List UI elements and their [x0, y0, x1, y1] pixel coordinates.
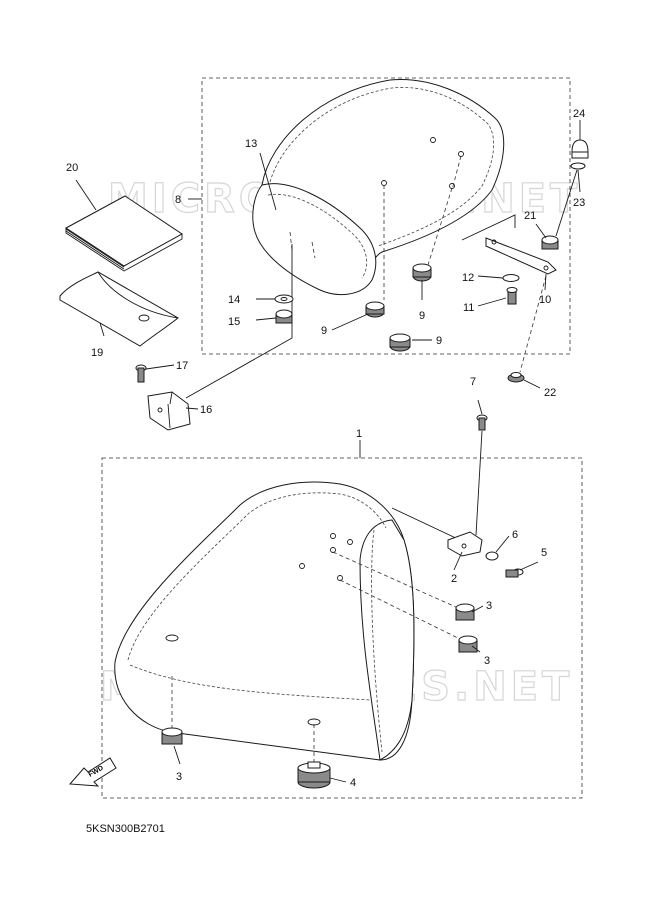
- callout-6: 6: [512, 529, 518, 541]
- owners-manual-20: [65, 195, 183, 272]
- bolt-5: [505, 568, 524, 578]
- callout-21: 21: [524, 210, 536, 222]
- bolt-7: [476, 414, 488, 431]
- callout-4: 4: [350, 777, 356, 789]
- callout-3-a: 3: [486, 600, 492, 612]
- damper-9-b: [412, 263, 432, 282]
- callout-9-c: 9: [436, 335, 442, 347]
- callout-11: 11: [463, 302, 474, 314]
- lock-bracket-16: [147, 391, 191, 431]
- callout-23: 23: [573, 197, 585, 209]
- storage-pouch-19: [59, 271, 179, 347]
- callout-16: 16: [200, 404, 212, 416]
- grommet-22: [507, 372, 525, 383]
- damper-9-a: [365, 301, 385, 318]
- callout-13: 13: [245, 138, 257, 150]
- damper-3-b: [458, 635, 478, 653]
- callout-2: 2: [451, 573, 457, 585]
- bracket-10: [485, 237, 557, 275]
- callout-10: 10: [539, 294, 551, 306]
- washer-14: [274, 294, 294, 304]
- screw-17: [135, 364, 147, 383]
- upper-group-frame: [201, 77, 571, 355]
- damper-3-a: [455, 603, 475, 621]
- drawing-code: 5KSN300B2701: [86, 823, 165, 835]
- callout-14: 14: [228, 294, 240, 306]
- callout-24: 24: [573, 108, 585, 120]
- rear-seat: [252, 78, 505, 296]
- callout-12: 12: [462, 272, 474, 284]
- main-seat: [114, 481, 415, 761]
- bolt-11: [506, 287, 518, 305]
- callout-22: 22: [544, 387, 556, 399]
- damper-3-c: [161, 727, 183, 745]
- callout-8: 8: [175, 194, 181, 206]
- forward-arrow-icon: FWD: [68, 757, 117, 787]
- callout-3-b: 3: [484, 655, 490, 667]
- nut-15: [275, 309, 293, 324]
- callout-9-a: 9: [321, 325, 327, 337]
- callout-19: 19: [91, 347, 103, 359]
- callout-1: 1: [356, 428, 362, 440]
- washer-12: [502, 274, 520, 282]
- callout-3-c: 3: [176, 771, 182, 783]
- callout-9-b: 9: [419, 310, 425, 322]
- callout-5: 5: [541, 547, 547, 559]
- callout-20: 20: [66, 162, 78, 174]
- damper-4: [297, 761, 331, 789]
- lower-group-frame: [101, 457, 583, 799]
- callout-7: 7: [470, 376, 476, 388]
- cap-nut-24: [571, 139, 589, 159]
- bracket-2: [447, 531, 483, 557]
- washer-6: [485, 551, 499, 561]
- callout-17: 17: [176, 360, 188, 372]
- callout-15: 15: [228, 316, 240, 328]
- grommet-21: [541, 235, 559, 250]
- damper-9-c: [389, 333, 411, 352]
- washer-23: [570, 162, 586, 170]
